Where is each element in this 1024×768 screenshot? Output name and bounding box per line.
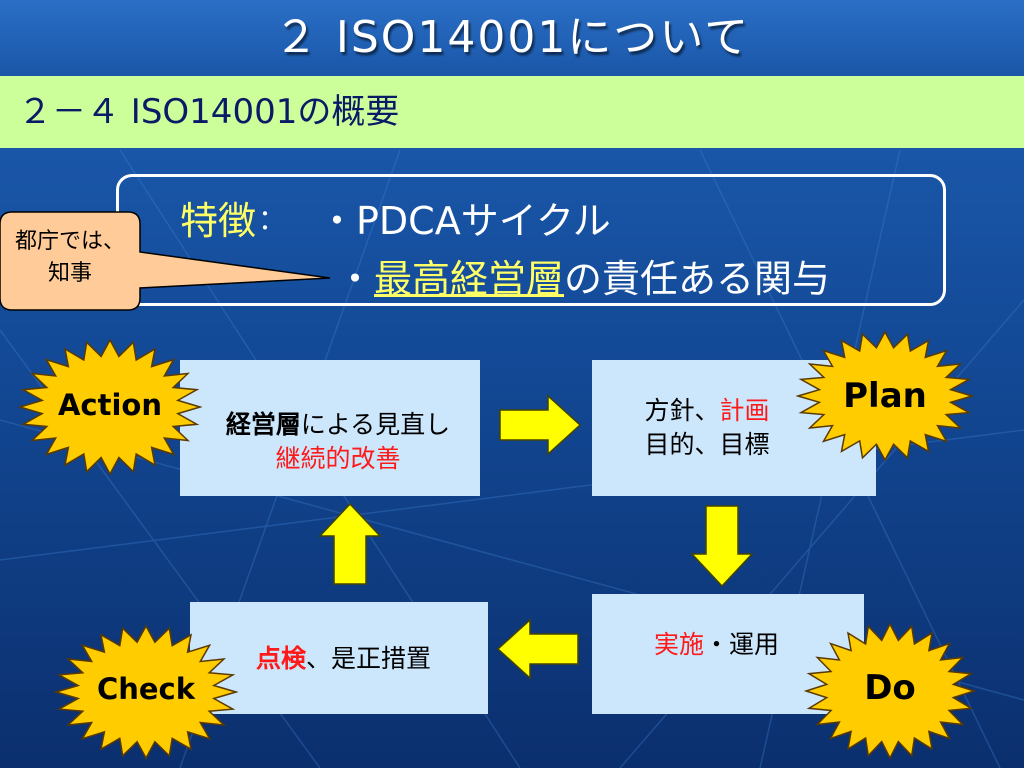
feature-suffix: の責任ある関与 [564, 257, 831, 301]
check-badge-label: Check [96, 672, 196, 706]
callout-text: 都庁では、 知事 [6, 226, 134, 290]
plan-policy: 方針、 [644, 396, 720, 425]
do-operation: ・運用 [704, 630, 780, 659]
action-stage-text: 経営層による見直し 継続的改善 [198, 408, 478, 476]
section-subtitle: ２－４ ISO14001の概要 [0, 76, 1024, 148]
do-implementation: 実施 [654, 630, 705, 659]
feature-colon: ： [258, 203, 287, 236]
feature-bullet: ・ [336, 257, 375, 301]
top-management-highlight: 最高経営層 [374, 257, 565, 301]
callout-line-2: 知事 [47, 261, 92, 286]
do-stage-text: 実施・運用 [654, 628, 779, 662]
action-burst-icon [18, 338, 202, 476]
action-continual-improvement: 継続的改善 [275, 444, 401, 473]
arrow-left-icon [496, 618, 579, 680]
plan-stage-text: 方針、計画 目的、目標 [612, 394, 802, 462]
feature-top-management: ・最高経営層の責任ある関与 [336, 248, 830, 303]
action-management: 経営層 [225, 410, 301, 439]
plan-badge-label: Plan [843, 376, 927, 416]
callout-line-1: 都庁では、 [14, 229, 125, 254]
callout-bubble [0, 211, 331, 311]
do-burst-icon [804, 622, 976, 760]
feature-label: 特徴 [180, 199, 257, 243]
check-stage-text: 点検、是正措置 [256, 642, 431, 676]
arrow-right-icon [499, 394, 582, 456]
slide-title: ２ ISO14001について [0, 0, 1024, 76]
plan-objectives: 目的、目標 [644, 430, 770, 459]
check-burst-icon [54, 624, 238, 760]
action-badge-label: Action [57, 388, 162, 422]
feature-pdca: ・PDCAサイクル [318, 199, 611, 243]
arrow-up-icon [318, 502, 382, 585]
plan-burst-icon [796, 330, 974, 462]
action-line-1: 経営層による見直し [198, 408, 478, 442]
plan-plan: 計画 [719, 396, 770, 425]
action-stage-box [180, 360, 480, 496]
check-corrective-action: 、是正措置 [306, 644, 432, 673]
check-inspection: 点検 [256, 644, 307, 673]
action-review: による見直し [300, 410, 451, 439]
do-badge-label: Do [864, 668, 916, 708]
plan-line-1: 方針、計画 [612, 394, 802, 428]
arrow-down-icon [690, 505, 754, 588]
check-stage-box [190, 602, 488, 714]
